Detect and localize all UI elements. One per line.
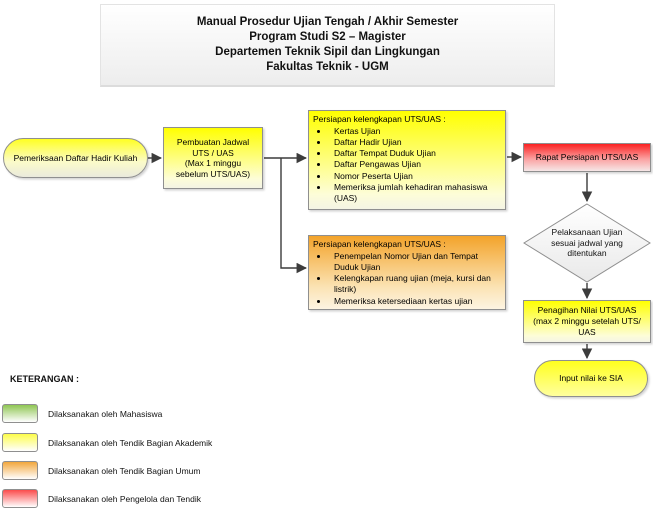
title-line-1: Manual Prosedur Ujian Tengah / Akhir Sem… [196, 16, 459, 28]
legend-label: Dilaksanakan oleh Tendik Bagian Akademik [48, 438, 213, 448]
node-persiapan-akademik: Persiapan kelengkapan UTS/UAS : Kertas U… [308, 110, 506, 210]
list-item: Penempelan Nomor Ujian dan Tempat Duduk … [329, 251, 501, 274]
node-persiapan-umum-title: Persiapan kelengkapan UTS/UAS : [313, 239, 446, 249]
list-item: Memeriksa ketersediaan kertas ujian [329, 296, 501, 307]
list-item: Nomor Peserta Ujian [329, 171, 501, 182]
node-input-sia-terminator: Input nilai ke SIA [534, 360, 648, 397]
list-item: Kelengkapan ruang ujian (meja, kursi dan… [329, 273, 501, 296]
legend-title: KETERANGAN : [10, 374, 79, 384]
node-rapat-persiapan: Rapat Persiapan UTS/UAS [523, 143, 651, 172]
list-item: Daftar Hadir Ujian [329, 137, 501, 148]
node-pelaksanaan-decision: Pelaksanaan Ujian sesuai jadwal yang dit… [551, 227, 623, 259]
node-start-terminator: Pemeriksaan Daftar Hadir Kuliah [3, 138, 148, 178]
title-line-2: Program Studi S2 – Magister [249, 31, 406, 43]
decision-diamond-shape [523, 203, 651, 283]
legend-label: Dilaksanakan oleh Pengelola dan Tendik [48, 494, 201, 504]
node-persiapan-akademik-list: Kertas Ujian Daftar Hadir Ujian Daftar T… [313, 126, 501, 205]
title-line-4: Fakultas Teknik - UGM [266, 61, 389, 73]
legend-swatch-green [2, 404, 38, 423]
legend-item-tendik-umum: Dilaksanakan oleh Tendik Bagian Umum [0, 461, 300, 481]
legend-item-mahasiswa: Dilaksanakan oleh Mahasiswa [0, 404, 300, 424]
legend-item-pengelola: Dilaksanakan oleh Pengelola dan Tendik [0, 489, 300, 509]
title-line-3: Departemen Teknik Sipil dan Lingkungan [215, 46, 440, 58]
node-persiapan-umum: Persiapan kelengkapan UTS/UAS : Penempel… [308, 235, 506, 310]
legend-swatch-red [2, 489, 38, 508]
legend-label: Dilaksanakan oleh Mahasiswa [48, 409, 163, 419]
legend-label: Dilaksanakan oleh Tendik Bagian Umum [48, 466, 201, 476]
node-pembuatan-jadwal: Pembuatan Jadwal UTS / UAS (Max 1 minggu… [163, 127, 263, 189]
node-penagihan-nilai: Penagihan Nilai UTS/UAS (max 2 minggu se… [523, 300, 651, 343]
legend-swatch-orange [2, 461, 38, 480]
list-item: Kertas Ujian [329, 126, 501, 137]
list-item: Memeriksa jumlah kehadiran mahasiswa (UA… [329, 182, 501, 205]
list-item: Daftar Pengawas Ujian [329, 159, 501, 170]
legend-item-tendik-akademik: Dilaksanakan oleh Tendik Bagian Akademik [0, 433, 300, 453]
node-persiapan-umum-list: Penempelan Nomor Ujian dan Tempat Duduk … [313, 251, 501, 307]
list-item: Daftar Tempat Duduk Ujian [329, 148, 501, 159]
legend-swatch-yellow [2, 433, 38, 452]
node-persiapan-akademik-title: Persiapan kelengkapan UTS/UAS : [313, 114, 446, 124]
title-panel: Manual Prosedur Ujian Tengah / Akhir Sem… [100, 4, 555, 87]
